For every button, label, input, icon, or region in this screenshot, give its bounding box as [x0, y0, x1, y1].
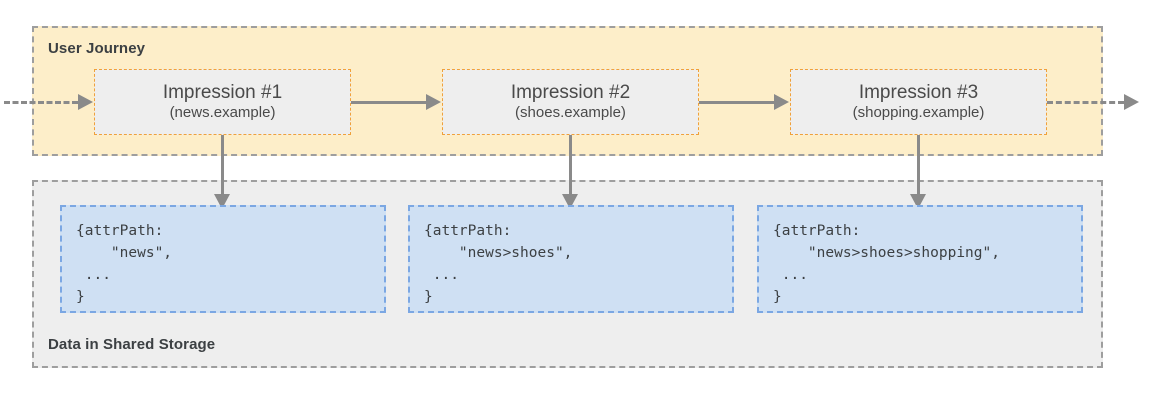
entry-arrow-head-icon	[78, 94, 93, 110]
drop-line-1	[221, 135, 224, 196]
drop-line-3	[917, 135, 920, 196]
connector-line-2-3	[699, 101, 775, 104]
storage-record-1[interactable]: {attrPath: "news", ... }	[60, 205, 386, 313]
impression-step-3-title: Impression #3	[858, 82, 979, 104]
impression-step-3[interactable]: Impression #3 (shopping.example)	[790, 69, 1047, 135]
impression-step-2-subtitle: (shoes.example)	[515, 104, 626, 122]
storage-record-2-code: {attrPath: "news>shoes", ... }	[424, 223, 573, 306]
impression-step-1-subtitle: (news.example)	[169, 104, 276, 122]
storage-record-3[interactable]: {attrPath: "news>shoes>shopping", ... }	[757, 205, 1083, 313]
impression-step-3-subtitle: (shopping.example)	[852, 104, 985, 122]
shared-storage-title: Data in Shared Storage	[48, 336, 216, 353]
exit-arrow-head-icon	[1124, 94, 1139, 110]
impression-step-2[interactable]: Impression #2 (shoes.example)	[442, 69, 699, 135]
user-journey-title: User Journey	[48, 40, 146, 57]
impression-step-2-title: Impression #2	[510, 82, 631, 104]
impression-step-1-title: Impression #1	[162, 82, 283, 104]
exit-connector-line	[1047, 101, 1124, 104]
storage-record-3-code: {attrPath: "news>shoes>shopping", ... }	[773, 223, 1000, 306]
entry-connector-line	[4, 101, 78, 104]
drop-line-2	[569, 135, 572, 196]
connector-line-1-2	[351, 101, 427, 104]
storage-record-2[interactable]: {attrPath: "news>shoes", ... }	[408, 205, 734, 313]
impression-step-1[interactable]: Impression #1 (news.example)	[94, 69, 351, 135]
storage-record-1-code: {attrPath: "news", ... }	[76, 223, 173, 306]
connector-arrow-head-2-3-icon	[774, 94, 789, 110]
connector-arrow-head-1-2-icon	[426, 94, 441, 110]
